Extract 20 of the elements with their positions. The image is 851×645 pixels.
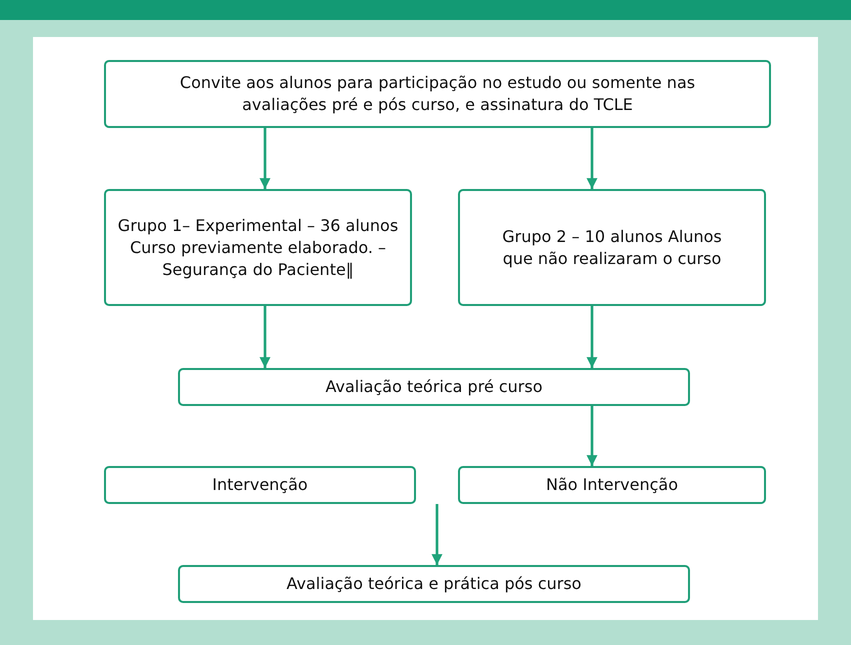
arrow bbox=[432, 504, 442, 565]
process-box bbox=[458, 189, 766, 306]
box-text: Convite aos alunos para participação no estudo ou somente nas avaliações pré e pós curso, e assinatura do TCLE bbox=[178, 72, 696, 116]
box-text: Intervenção bbox=[212, 474, 308, 496]
process-box bbox=[178, 368, 690, 406]
box-text: Não Intervenção bbox=[546, 474, 678, 496]
arrow bbox=[586, 128, 598, 189]
arrow bbox=[586, 306, 598, 368]
box-text: Grupo 2 – 10 alunos Alunos que não realizaram o curso bbox=[501, 226, 723, 270]
box-text: Avaliação teórica pré curso bbox=[325, 376, 543, 398]
process-box bbox=[178, 565, 690, 603]
arrow bbox=[260, 306, 270, 368]
box-text: Avaliação teórica e prática pós curso bbox=[286, 573, 582, 595]
arrow bbox=[260, 128, 270, 189]
process-box bbox=[104, 60, 771, 128]
process-box bbox=[458, 466, 766, 504]
box-text: Grupo 1– Experimental – 36 alunos Curso previamente elaborado. – Segurança do Paciente‖ bbox=[116, 214, 400, 280]
process-box bbox=[104, 466, 416, 504]
arrow bbox=[586, 406, 598, 466]
process-box bbox=[104, 189, 412, 306]
